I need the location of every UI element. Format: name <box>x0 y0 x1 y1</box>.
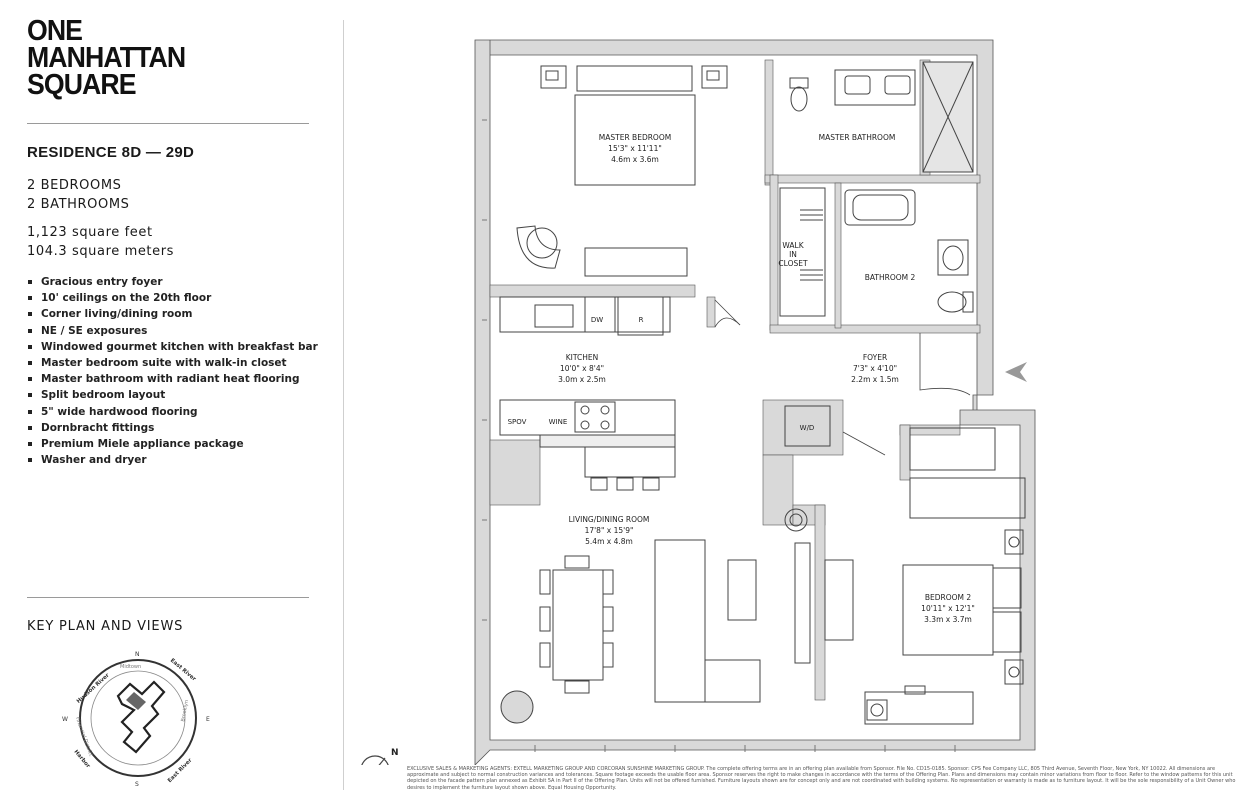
keyplan-label-east-river-bottom: East River <box>167 757 194 784</box>
keyplan-label-east-river-top: East River <box>169 658 197 683</box>
kitchen-dim: 10'0" x 8'4" <box>560 364 604 373</box>
feature-item: Premium Miele appliance package <box>27 436 318 452</box>
feature-item: 10' ceilings on the 20th floor <box>27 290 318 306</box>
feature-item: Master bedroom suite with walk-in closet <box>27 355 318 371</box>
living-dim-metric: 5.4m x 4.8m <box>585 537 633 546</box>
appliance-labels: DW R SPOV WINE W/D <box>508 316 815 432</box>
feature-item: 5" wide hardwood flooring <box>27 404 318 420</box>
kitchen-name: KITCHEN <box>566 353 599 362</box>
building-footprint-icon <box>116 680 166 754</box>
divider-top <box>27 123 309 124</box>
bedroom2-dim-metric: 3.3m x 3.7m <box>924 615 972 624</box>
compass-north-label: N <box>391 748 399 758</box>
logo-line-3: SQUARE <box>27 69 137 101</box>
living-name: LIVING/DINING ROOM <box>569 515 650 524</box>
keyplan-label-midtown: Midtown <box>120 664 141 670</box>
feature-list: Gracious entry foyer 10' ceilings on the… <box>27 274 318 468</box>
bedroom2-dim: 10'11" x 12'1" <box>921 604 975 613</box>
wine-label: WINE <box>549 418 568 426</box>
feature-item: Gracious entry foyer <box>27 274 318 290</box>
door-swings <box>714 299 971 456</box>
walk-in-closet-shelves <box>779 187 826 317</box>
oven-label: SPOV <box>508 418 527 426</box>
bedroom-count: 2 BEDROOMS <box>27 178 122 193</box>
sidebar: ONE MANHATTAN SQUARE RESIDENCE 8D — 29D … <box>0 0 340 800</box>
bathroom2-name: BATHROOM 2 <box>865 273 916 282</box>
exterior-walls <box>474 39 1036 765</box>
master-bed <box>516 65 728 277</box>
closet-line-2: IN <box>789 250 797 259</box>
refrigerator-label: R <box>639 316 644 324</box>
master-bathroom-name: MASTER BATHROOM <box>819 133 896 142</box>
master-bath-fixtures <box>789 61 974 173</box>
keyplan-label-e: E <box>206 716 210 723</box>
feature-item: Split bedroom layout <box>27 387 318 403</box>
legal-disclaimer: EXCLUSIVE SALES & MARKETING AGENTS: EXTE… <box>407 766 1236 791</box>
key-plan-map: N S E W Hudson River East River Midtown … <box>62 651 210 788</box>
closet-line-1: WALK <box>782 241 804 250</box>
foyer-dim: 7'3" x 4'10" <box>853 364 897 373</box>
living-furniture <box>500 508 811 724</box>
washer-dryer-label: W/D <box>800 424 815 432</box>
kitchen-dim-metric: 3.0m x 2.5m <box>558 375 606 384</box>
master-bedroom-dim: 15'3" x 11'11" <box>608 144 662 153</box>
keyplan-label-brooklyn: Brooklyn <box>180 700 190 723</box>
bathroom2-fixtures <box>844 189 974 313</box>
key-plan-ring <box>79 659 197 777</box>
foyer-name: FOYER <box>863 353 887 362</box>
foyer-dim-metric: 2.2m x 1.5m <box>851 375 899 384</box>
feature-item: Master bathroom with radiant heat floori… <box>27 371 318 387</box>
room-labels: MASTER BEDROOM 15'3" x 11'11" 4.6m x 3.6… <box>558 133 975 624</box>
bathroom-count: 2 BATHROOMS <box>27 197 130 212</box>
keyplan-label-s: S <box>135 781 139 788</box>
entry-arrow-icon <box>1005 362 1027 382</box>
feature-item: Windowed gourmet kitchen with breakfast … <box>27 339 318 355</box>
bedroom2-name: BEDROOM 2 <box>925 593 972 602</box>
keyplan-label-w: W <box>62 716 68 723</box>
closet-line-3: CLOSET <box>778 259 808 268</box>
master-bedroom-dim-metric: 4.6m x 3.6m <box>611 155 659 164</box>
keyplan-label-hudson: Hudson River <box>76 672 111 704</box>
dishwasher-label: DW <box>591 316 603 324</box>
residence-title: RESIDENCE 8D — 29D <box>27 144 195 161</box>
bedroom2-furniture <box>824 427 1026 725</box>
north-compass-icon: N <box>361 748 399 765</box>
square-feet: 1,123 square feet <box>27 225 153 240</box>
washer-dryer <box>784 405 831 447</box>
window-ticks <box>482 119 956 752</box>
feature-item: Corner living/dining room <box>27 306 318 322</box>
master-bedroom-name: MASTER BEDROOM <box>599 133 671 142</box>
feature-item: Washer and dryer <box>27 452 318 468</box>
keyplan-label-n: N <box>135 651 140 658</box>
living-dim: 17'8" x 15'9" <box>585 526 634 535</box>
key-plan-inner-ring <box>90 670 186 766</box>
square-meters: 104.3 square meters <box>27 244 175 259</box>
logo-line-1: ONE <box>27 15 83 47</box>
logo-line-2: MANHATTAN <box>27 42 186 74</box>
unit-highlight-icon <box>126 692 146 710</box>
divider-bottom <box>27 597 309 598</box>
floor-plan: MASTER BEDROOM 15'3" x 11'11" 4.6m x 3.6… <box>361 39 1036 765</box>
brand-logo: ONE MANHATTAN SQUARE <box>27 15 199 101</box>
feature-item: NE / SE exposures <box>27 323 318 339</box>
key-plan-title: KEY PLAN AND VIEWS <box>27 619 184 634</box>
feature-item: Dornbracht fittings <box>27 420 318 436</box>
kitchen-counters <box>499 296 676 491</box>
vertical-divider <box>343 20 344 790</box>
